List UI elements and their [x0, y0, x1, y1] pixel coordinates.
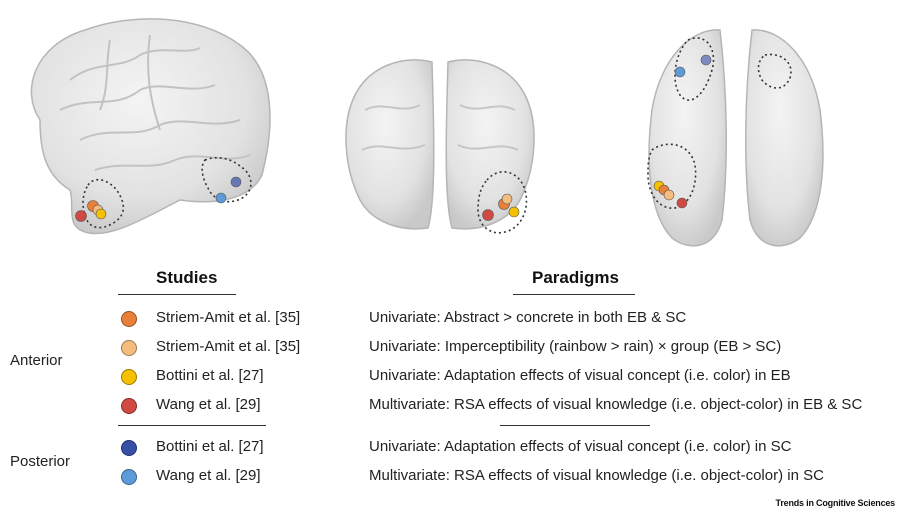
paradigms-group-separator: [500, 425, 650, 426]
study-name: Wang et al. [29]: [156, 396, 261, 413]
study-name: Bottini et al. [27]: [156, 367, 264, 384]
legend-row: Striem-Amit et al. [35] Univariate: Abst…: [0, 307, 905, 333]
paradigm-description: Multivariate: RSA effects of visual know…: [369, 467, 824, 484]
study-color-swatch: [121, 369, 137, 385]
study-name: Striem-Amit et al. [35]: [156, 338, 301, 355]
posterior-brain-view: [345, 59, 535, 234]
study-name: Striem-Amit et al. [35]: [156, 309, 301, 326]
legend-row: Bottini et al. [27] Univariate: Adaptati…: [0, 365, 905, 391]
study-name: Wang et al. [29]: [156, 467, 261, 484]
ventral-brain-view: [647, 29, 824, 247]
legend-row: Wang et al. [29] Multivariate: RSA effec…: [0, 394, 905, 420]
paradigm-description: Univariate: Imperceptibility (rainbow > …: [369, 338, 782, 355]
study-color-swatch: [121, 311, 137, 327]
legend-row: Wang et al. [29] Multivariate: RSA effec…: [0, 465, 905, 491]
legend-row: Striem-Amit et al. [35] Univariate: Impe…: [0, 336, 905, 362]
anterior-label: Anterior: [10, 352, 63, 369]
paradigms-header: Paradigms: [532, 268, 619, 287]
study-color-swatch: [121, 398, 137, 414]
paradigm-description: Multivariate: RSA effects of visual know…: [369, 396, 863, 413]
studies-header: Studies: [156, 268, 218, 287]
study-color-swatch: [121, 340, 137, 356]
paradigm-description: Univariate: Abstract > concrete in both …: [369, 309, 687, 326]
posterior-label: Posterior: [10, 453, 71, 470]
legend-row: Bottini et al. [27] Univariate: Adaptati…: [0, 436, 905, 462]
journal-credit: Trends in Cognitive Sciences: [775, 498, 896, 508]
study-color-swatch: [121, 469, 137, 485]
paradigm-description: Univariate: Adaptation effects of visual…: [369, 438, 792, 455]
studies-header-rule: [118, 294, 236, 295]
brain-renderings: [30, 18, 824, 247]
study-name: Bottini et al. [27]: [156, 438, 264, 455]
paradigms-header-rule: [513, 294, 635, 295]
paradigm-description: Univariate: Adaptation effects of visual…: [369, 367, 791, 384]
study-color-swatch: [121, 440, 137, 456]
studies-group-separator: [118, 425, 266, 426]
lateral-brain-view: [30, 18, 271, 235]
